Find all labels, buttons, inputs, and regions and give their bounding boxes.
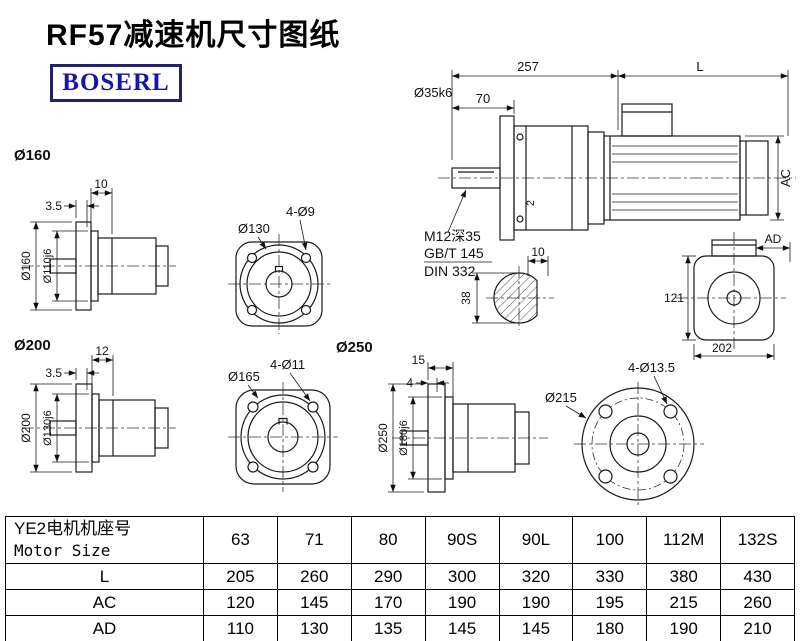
motor-size-table: YE2电机机座号 Motor Size 63 71 80 90S 90L 100… <box>5 516 795 641</box>
table-row-AC: AC 120 145 170 190 190 195 215 260 <box>5 589 795 616</box>
cell-L-1: 260 <box>276 563 352 590</box>
cell-AD-5: 180 <box>572 615 648 641</box>
flange-200-view: Ø200 12 3.5 Ø200 Ø130j6 <box>14 337 176 473</box>
cell-AC-5: 195 <box>572 589 648 616</box>
dim-2-label: 2 <box>525 200 537 206</box>
cell-AC-3: 190 <box>424 589 500 616</box>
motor-size-col-71: 71 <box>276 516 352 564</box>
dim-4-label: 4 <box>406 376 413 390</box>
flange-130-view: Ø130 4-Ø9 <box>228 204 330 334</box>
cell-AD-1: 130 <box>276 615 352 641</box>
dia-160-label: Ø160 <box>19 251 33 281</box>
dim-10-label: 10 <box>94 177 108 191</box>
dia-130-label: Ø130 <box>238 221 270 236</box>
motor-size-col-112m: 112M <box>646 516 722 564</box>
dim-ad-label: AD <box>765 232 782 246</box>
dia-250-label: Ø250 <box>376 423 390 453</box>
dim-257-label: 257 <box>517 59 539 74</box>
cell-AD-7: 210 <box>720 615 795 641</box>
table-row-AD: AD 110 130 135 145 145 180 190 210 <box>5 615 795 641</box>
dim-121-label: 121 <box>664 291 684 305</box>
holes-4x9-label: 4-Ø9 <box>286 204 315 219</box>
page-title: RF57减速机尺寸图纸 <box>46 19 341 52</box>
boserl-logo: BOSERL <box>50 64 182 102</box>
table-header-row: YE2电机机座号 Motor Size 63 71 80 90S 90L 100… <box>5 516 795 564</box>
motor-size-col-80: 80 <box>350 516 426 564</box>
dim-70-label: 70 <box>476 91 490 106</box>
cell-AD-0: 110 <box>203 615 278 641</box>
key-width-label: 10 <box>531 245 545 259</box>
table-header-en: Motor Size <box>14 541 111 560</box>
shaft-key-section: 10 38 <box>459 245 554 330</box>
holes-4x13-5-label: 4-Ø13.5 <box>628 360 675 375</box>
dia-110-label: Ø110j6 <box>42 249 54 284</box>
cell-L-0: 205 <box>203 563 278 590</box>
dia-200-label: Ø200 <box>19 413 33 443</box>
motor-size-col-63: 63 <box>203 516 278 564</box>
dim-38-label: 38 <box>459 291 473 305</box>
dim-3-5-label: 3.5 <box>45 199 62 213</box>
flange-215-view: Ø215 4-Ø13.5 <box>545 360 704 506</box>
table-header-label-cell: YE2电机机座号 Motor Size <box>5 516 204 564</box>
boserl-logo-text: BOSERL <box>62 69 170 96</box>
dia-165-label: Ø165 <box>228 369 260 384</box>
table-header-cn: YE2电机机座号 <box>14 519 132 538</box>
motor-size-col-100: 100 <box>572 516 648 564</box>
cell-AD-2: 135 <box>350 615 426 641</box>
dim-3-5-label-200: 3.5 <box>45 366 62 380</box>
note-m12: M12深35 <box>424 228 481 244</box>
cell-AC-1: 145 <box>276 589 352 616</box>
view-200-title: Ø200 <box>14 337 51 354</box>
dia-215-label: Ø215 <box>545 390 577 405</box>
main-assembly-view: 257 L 70 Ø35k6 AC 2 M12深35 GB/T 145 DIN … <box>414 59 796 279</box>
dia-180j6-label: Ø180j6 <box>398 420 410 455</box>
dim-202-label: 202 <box>712 341 732 355</box>
cell-L-4: 320 <box>498 563 574 590</box>
cell-AC-6: 215 <box>646 589 722 616</box>
dim-l-label: L <box>696 59 703 74</box>
cell-L-3: 300 <box>424 563 500 590</box>
technical-drawing: 257 L 70 Ø35k6 AC 2 M12深35 GB/T 145 DIN … <box>14 59 796 506</box>
note-din: DIN 332 <box>424 263 476 279</box>
flange-250-view: 15 4 Ø250 Ø180j6 <box>376 353 548 493</box>
cell-AD-4: 145 <box>498 615 574 641</box>
row-label-AD: AD <box>5 615 204 641</box>
cell-AC-2: 170 <box>350 589 426 616</box>
flange-165-view: Ø250 Ø165 4-Ø11 <box>228 339 373 492</box>
dim-ac-label: AC <box>778 169 793 187</box>
dia-130j6-label: Ø130j6 <box>42 410 54 445</box>
view-160-title: Ø160 <box>14 147 51 164</box>
shaft-diameter-label: Ø35k6 <box>414 85 452 100</box>
dim-12-label: 12 <box>95 344 109 358</box>
cell-AC-7: 260 <box>720 589 795 616</box>
table-row-L: L 205 260 290 300 320 330 380 430 <box>5 563 795 590</box>
row-label-AC: AC <box>5 589 204 616</box>
dim-15-label: 15 <box>412 353 426 367</box>
cell-L-2: 290 <box>350 563 426 590</box>
note-gbt: GB/T 145 <box>424 245 484 261</box>
holes-4x11-label: 4-Ø11 <box>270 357 305 372</box>
cell-L-6: 380 <box>646 563 722 590</box>
view-250-title: Ø250 <box>336 339 373 356</box>
motor-size-col-90l: 90L <box>498 516 574 564</box>
motor-size-col-132s: 132S <box>720 516 795 564</box>
cell-AD-3: 145 <box>424 615 500 641</box>
motor-size-col-90s: 90S <box>424 516 500 564</box>
row-label-L: L <box>5 563 204 590</box>
cell-AD-6: 190 <box>646 615 722 641</box>
motor-ad-view: AD 121 202 <box>664 232 791 360</box>
flange-160-view: Ø160 10 3.5 Ø160 Ø110j6 <box>14 147 176 311</box>
cell-L-7: 430 <box>720 563 795 590</box>
cell-AC-4: 190 <box>498 589 574 616</box>
cell-L-5: 330 <box>572 563 648 590</box>
cell-AC-0: 120 <box>203 589 278 616</box>
